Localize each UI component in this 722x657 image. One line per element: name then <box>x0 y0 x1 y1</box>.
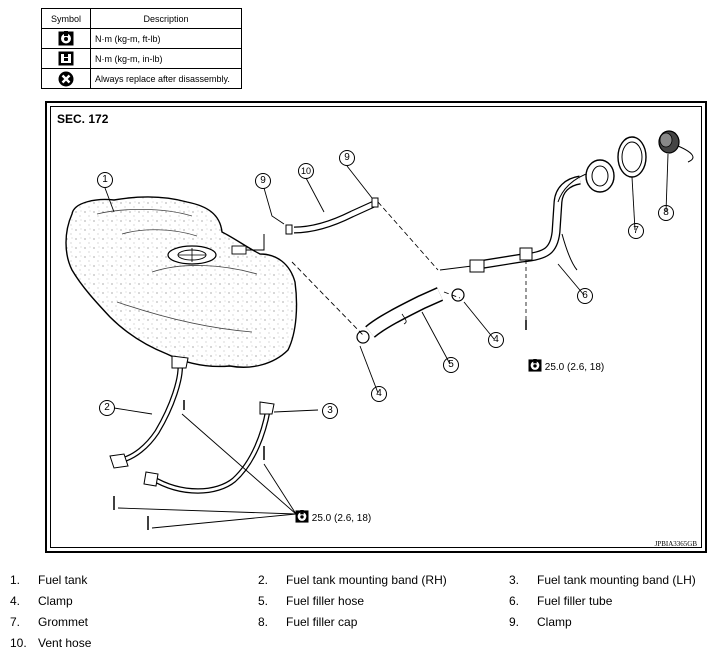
part-number: 10. <box>10 636 27 650</box>
callout-number: 9 <box>344 152 350 163</box>
callout: 4 <box>488 332 504 348</box>
always-replace-icon <box>58 71 74 86</box>
part-name: Fuel tank mounting band (LH) <box>537 573 696 587</box>
legend-row: N·m (kg-m, in-lb) <box>41 48 242 69</box>
legend-row: N·m (kg-m, ft-lb) <box>41 28 242 49</box>
callout: 2 <box>99 400 115 416</box>
part-name: Clamp <box>537 615 572 629</box>
part-name: Fuel tank <box>38 573 88 587</box>
callout-number: 1 <box>102 174 108 185</box>
mounting-band-rh <box>109 355 189 510</box>
legend-symbol-cell <box>41 68 91 89</box>
torque-ft-lb-icon <box>58 31 74 46</box>
part-number: 3. <box>509 573 520 587</box>
callout: 4 <box>371 386 387 402</box>
fuel-filler-hose <box>356 287 465 344</box>
callout: 10 <box>298 163 314 179</box>
callout-number: 4 <box>376 388 382 399</box>
callout: 5 <box>443 357 459 373</box>
part-name: Grommet <box>38 615 89 629</box>
callout-number: 5 <box>448 359 454 370</box>
part-number: 8. <box>258 615 269 629</box>
legend-description: N·m (kg-m, in-lb) <box>90 48 242 69</box>
part-name: Fuel filler tube <box>537 594 613 608</box>
alignment-lines <box>291 201 461 337</box>
fuel-filler-tube <box>439 159 615 330</box>
vent-hose <box>285 197 379 235</box>
callout-number: 8 <box>663 207 669 218</box>
torque-ft-lb-icon <box>295 510 309 523</box>
callout: 9 <box>255 173 271 189</box>
callout: 8 <box>658 205 674 221</box>
torque-ft-lb-icon <box>528 359 542 372</box>
part-number: 7. <box>10 615 21 629</box>
callout: 6 <box>577 288 593 304</box>
legend-symbol-cell <box>41 48 91 69</box>
part-name: Vent hose <box>38 636 92 650</box>
diagram-inner-frame <box>50 106 702 548</box>
callout: 3 <box>322 403 338 419</box>
callout: 9 <box>339 150 355 166</box>
legend-header-description: Description <box>90 8 242 29</box>
legend-header-symbol: Symbol <box>41 8 91 29</box>
legend-row: Always replace after disassembly. <box>41 68 242 89</box>
torque-in-lb-icon <box>58 51 74 66</box>
torque-value: 25.0 (2.6, 18) <box>311 513 372 524</box>
torque-value: 25.0 (2.6, 18) <box>544 362 605 373</box>
legend-header-row: Symbol Description <box>41 8 242 29</box>
callout-number: 10 <box>300 166 311 176</box>
callout-number: 9 <box>260 175 266 186</box>
diagram-frame: SEC. 172 JPBIA3365GB <box>45 101 707 553</box>
part-number: 4. <box>10 594 21 608</box>
fuel-tank <box>65 196 298 368</box>
callout-number: 2 <box>104 402 110 413</box>
part-number: 5. <box>258 594 269 608</box>
part-number: 1. <box>10 573 21 587</box>
part-name: Fuel filler cap <box>286 615 358 629</box>
part-number: 6. <box>509 594 520 608</box>
part-name: Fuel tank mounting band (RH) <box>286 573 447 587</box>
callout-number: 6 <box>582 290 588 301</box>
callout: 1 <box>97 172 113 188</box>
part-name: Clamp <box>38 594 73 608</box>
torque-spec: 25.0 (2.6, 18) <box>295 510 371 524</box>
part-number: 9. <box>509 615 520 629</box>
torque-spec: 25.0 (2.6, 18) <box>528 359 604 373</box>
legend-symbol-cell <box>41 28 91 49</box>
part-name: Fuel filler hose <box>286 594 365 608</box>
mounting-band-lh <box>143 401 275 530</box>
leader-lines <box>104 153 669 529</box>
legend-description: N·m (kg-m, ft-lb) <box>90 28 242 49</box>
callout-number: 7 <box>633 225 639 236</box>
fuel-tank-exploded-diagram <box>65 130 694 530</box>
callout-number: 4 <box>493 334 499 345</box>
figure-code: JPBIA3365GB <box>654 540 697 548</box>
fuel-filler-cap <box>658 130 694 163</box>
section-label: SEC. 172 <box>57 112 109 126</box>
grommet <box>617 136 647 178</box>
symbol-legend-table: Symbol Description N·m (kg-m, ft-lb) N·m… <box>41 8 242 89</box>
callout-number: 3 <box>327 405 333 416</box>
legend-description: Always replace after disassembly. <box>90 68 242 89</box>
part-number: 2. <box>258 573 269 587</box>
callout: 7 <box>628 223 644 239</box>
